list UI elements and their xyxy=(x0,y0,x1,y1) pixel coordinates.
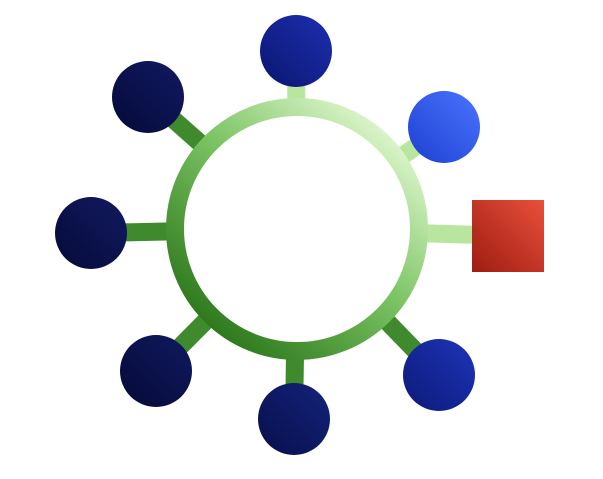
connector-node-bottom-left xyxy=(172,312,215,355)
node-right xyxy=(472,200,544,272)
node-top-left xyxy=(112,61,184,133)
node-bottom-right xyxy=(403,339,475,411)
connector-node-right xyxy=(422,224,477,244)
connector-node-bottom-right xyxy=(378,313,424,359)
node-top-right xyxy=(408,91,480,163)
node-top xyxy=(260,15,332,87)
connector-node-bottom xyxy=(285,354,304,388)
connector-node-top-left xyxy=(166,111,209,153)
node-left xyxy=(55,197,127,269)
nodes xyxy=(55,15,544,455)
connector-node-left xyxy=(122,222,172,242)
node-bottom xyxy=(258,383,330,455)
hub-ring xyxy=(166,98,428,360)
node-bottom-left xyxy=(120,335,192,407)
